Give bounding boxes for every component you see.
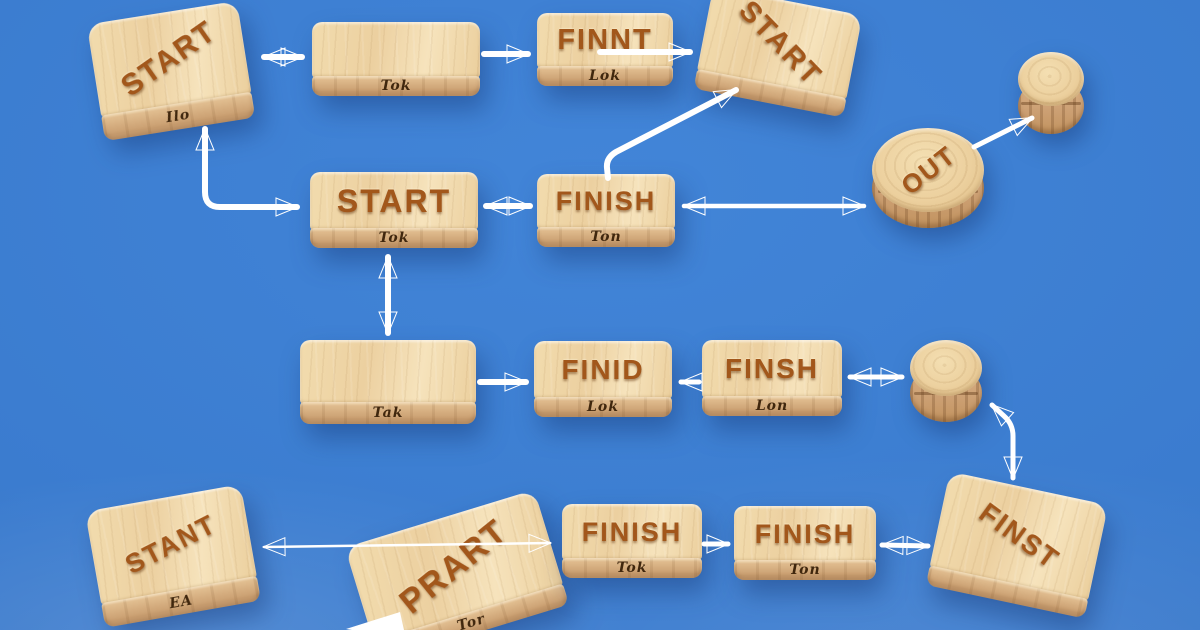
- wood-face: FINISH: [562, 504, 702, 560]
- block-finsh: FINSH Lon: [702, 340, 842, 416]
- wood-side: Tok: [310, 228, 478, 248]
- block-side-label: Lon: [755, 398, 789, 414]
- wood-side: Lok: [534, 397, 672, 417]
- wood-face: [300, 340, 476, 404]
- wood-face: FINISH: [734, 506, 876, 562]
- block-blank-row3: Tak: [300, 340, 476, 424]
- block-side-label: Ilo: [164, 106, 192, 127]
- wood-side: Tok: [562, 558, 702, 578]
- block-side-label: Ton: [789, 562, 821, 578]
- wood-side: Ton: [734, 560, 876, 580]
- block-finish-row2: FINISH Ton: [537, 174, 675, 247]
- block-side-label: Tok: [616, 560, 648, 576]
- wood-side: Lon: [702, 396, 842, 416]
- block-label: START: [732, 0, 828, 92]
- arrow-elbow-start1-startrow2: [205, 126, 300, 207]
- block-label: START: [115, 14, 223, 104]
- block-side-label: Tak: [372, 405, 404, 421]
- block-mid-cylinder: [910, 340, 982, 422]
- arrow-elbow-midcylinder-finst: [989, 402, 1013, 481]
- block-label: START: [336, 183, 452, 219]
- block-label: FINID: [561, 354, 645, 385]
- wood-face: FINNT: [537, 13, 673, 68]
- block-side-label: Lok: [587, 399, 619, 415]
- cylinder-face: [1018, 52, 1084, 106]
- block-label: FINISH: [581, 516, 683, 547]
- wood-side: Ton: [537, 227, 675, 247]
- block-finst: FINST: [925, 471, 1109, 619]
- block-side-label: Ton: [590, 229, 622, 245]
- block-start-row2: START Tok: [310, 172, 478, 248]
- block-label: STANT: [120, 508, 222, 580]
- block-finish-row4-left: FINISH Tok: [562, 504, 702, 578]
- block-side-label: Lok: [589, 68, 621, 84]
- wood-face: FINSH: [702, 340, 842, 398]
- block-side-label: Tok: [378, 230, 410, 246]
- block-out-disc: OUT: [872, 128, 984, 232]
- block-finnt: FINNT Lok: [537, 13, 673, 86]
- block-start-top-left: START Ilo: [86, 0, 256, 142]
- block-stant: STANT EA: [84, 484, 262, 628]
- arrow-finish4b-finst: [879, 545, 931, 546]
- block-top-cylinder: [1018, 52, 1084, 136]
- block-label: FINISH: [754, 518, 856, 549]
- wood-face: FINISH: [537, 174, 675, 229]
- block-side-label: Tor: [455, 611, 488, 630]
- block-finish-row4-right: FINISH Ton: [734, 506, 876, 580]
- wood-side: Tok: [312, 76, 480, 96]
- block-label: FINNT: [557, 24, 653, 56]
- disc-face: OUT: [872, 128, 984, 212]
- block-label: FINSH: [725, 353, 819, 384]
- block-label: FINISH: [555, 186, 657, 216]
- wood-face: START: [310, 172, 478, 230]
- block-label: OUT: [894, 139, 962, 201]
- block-prart: PRART Tor: [344, 489, 570, 630]
- block-blank-top: Tok: [312, 22, 480, 96]
- block-side-label: Tok: [380, 78, 412, 94]
- cylinder-face: [910, 340, 982, 396]
- wood-side: Tak: [300, 402, 476, 424]
- wood-side: Lok: [537, 66, 673, 86]
- wood-face: [312, 22, 480, 78]
- block-finid: FINID Lok: [534, 341, 672, 417]
- wood-face: FINID: [534, 341, 672, 399]
- block-side-label: EA: [168, 591, 195, 612]
- arrow-finish2-start2-diagonal: [603, 87, 739, 181]
- block-start-top-right: START: [693, 0, 863, 118]
- block-label: FINST: [973, 496, 1066, 576]
